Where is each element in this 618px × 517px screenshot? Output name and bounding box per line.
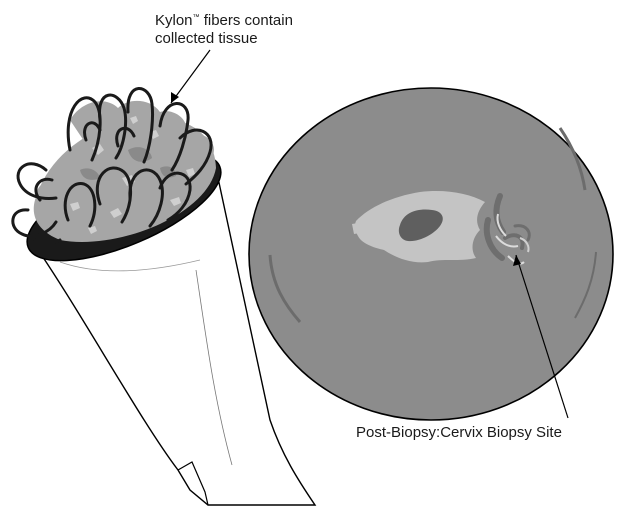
trademark-symbol: ™ [193,14,200,21]
cervix-lesion-tab [352,222,366,234]
fibers-label-line1: Kylon™ fibers contain [155,9,293,30]
fibers-label-brand: Kylon [155,12,193,29]
fibers-label: Kylon™ fibers contain collected tissue [155,9,293,48]
biopsy-site-label: Post-Biopsy:Cervix Biopsy Site [356,424,562,442]
fibers-label-rest: fibers contain [200,12,293,29]
fibers-label-line2: collected tissue [155,30,293,48]
fibers-leader-line [171,50,210,103]
cervix [249,88,613,420]
